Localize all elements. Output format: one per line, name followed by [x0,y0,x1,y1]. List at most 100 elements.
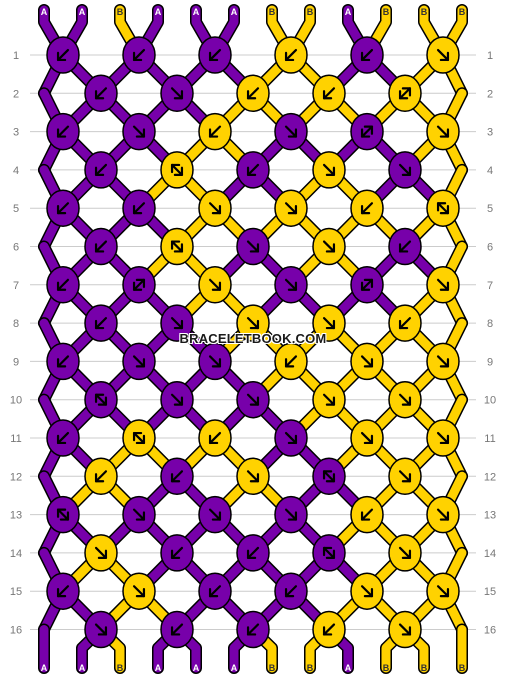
knot[interactable] [236,151,270,189]
knot[interactable] [274,495,308,534]
knot[interactable] [312,380,346,419]
knot-arrow-icon [436,202,450,215]
knot[interactable] [236,534,270,572]
knot[interactable] [84,227,118,266]
knot[interactable] [198,342,232,381]
knot[interactable] [350,495,384,534]
row-number-right: 13 [484,510,496,522]
knot[interactable] [236,457,270,496]
knot[interactable] [160,74,194,113]
knot[interactable] [426,36,460,74]
knot[interactable] [84,610,118,649]
knot[interactable] [84,74,118,113]
knot-arrow-icon [170,317,184,330]
knot[interactable] [122,266,156,304]
knot[interactable] [84,151,118,189]
knot[interactable] [350,112,384,151]
knot[interactable] [46,189,80,227]
knot[interactable] [198,419,232,457]
knot[interactable] [198,495,232,534]
knot-arrow-icon [322,470,336,483]
knot-arrow-icon [94,546,108,559]
knot[interactable] [350,189,384,227]
knot[interactable] [198,572,232,610]
knot[interactable] [274,342,308,381]
knot[interactable] [236,304,270,342]
knot[interactable] [198,36,232,74]
knot[interactable] [426,419,460,457]
knot[interactable] [122,419,156,457]
knot[interactable] [160,457,194,496]
knot[interactable] [160,151,194,189]
knot[interactable] [84,457,118,496]
knot[interactable] [274,112,308,151]
knot[interactable] [388,380,422,419]
knot[interactable] [122,572,156,610]
knot[interactable] [388,534,422,572]
knot[interactable] [274,572,308,610]
knot[interactable] [46,495,80,534]
knot[interactable] [312,304,346,342]
row-number-left: 11 [10,433,21,445]
knot[interactable] [84,304,118,342]
knot[interactable] [388,227,422,266]
knot[interactable] [236,610,270,649]
knot[interactable] [160,304,194,342]
knot-arrow-icon [132,278,146,291]
knot[interactable] [122,342,156,381]
knot[interactable] [426,189,460,227]
knot[interactable] [236,227,270,266]
knot[interactable] [350,572,384,610]
knot[interactable] [160,534,194,572]
knot-arrow-icon [246,163,260,176]
knot[interactable] [160,380,194,419]
knot[interactable] [350,342,384,381]
knot[interactable] [274,189,308,227]
knot[interactable] [388,151,422,189]
knot[interactable] [312,74,346,113]
knot[interactable] [236,74,270,113]
knot[interactable] [426,342,460,381]
knot-arrow-icon [436,278,450,291]
knot[interactable] [312,151,346,189]
knot[interactable] [46,572,80,610]
knot-arrow-icon [94,393,108,406]
knot[interactable] [274,419,308,457]
knot[interactable] [198,112,232,151]
knot[interactable] [274,266,308,304]
knot[interactable] [236,380,270,419]
knot[interactable] [84,380,118,419]
knot[interactable] [388,304,422,342]
knot[interactable] [122,495,156,534]
knot[interactable] [274,36,308,74]
knot[interactable] [160,227,194,266]
knot[interactable] [46,342,80,381]
knot[interactable] [426,495,460,534]
knot[interactable] [350,36,384,74]
knot[interactable] [122,112,156,151]
knot[interactable] [46,36,80,74]
knot-arrow-icon [246,393,260,406]
knot[interactable] [388,74,422,113]
knot[interactable] [46,419,80,457]
knot[interactable] [122,36,156,74]
knot[interactable] [388,457,422,496]
knot[interactable] [350,266,384,304]
knot[interactable] [312,610,346,649]
knot[interactable] [312,227,346,266]
knot[interactable] [426,112,460,151]
knot[interactable] [84,534,118,572]
knot[interactable] [426,572,460,610]
knot[interactable] [312,457,346,496]
knot[interactable] [350,419,384,457]
knot[interactable] [160,610,194,649]
knot[interactable] [46,112,80,151]
knot[interactable] [198,266,232,304]
knot-arrow-icon [322,393,336,406]
knot[interactable] [122,189,156,227]
knot[interactable] [426,266,460,304]
knot[interactable] [388,610,422,649]
knot[interactable] [46,266,80,304]
knot[interactable] [312,534,346,572]
knot[interactable] [198,189,232,227]
